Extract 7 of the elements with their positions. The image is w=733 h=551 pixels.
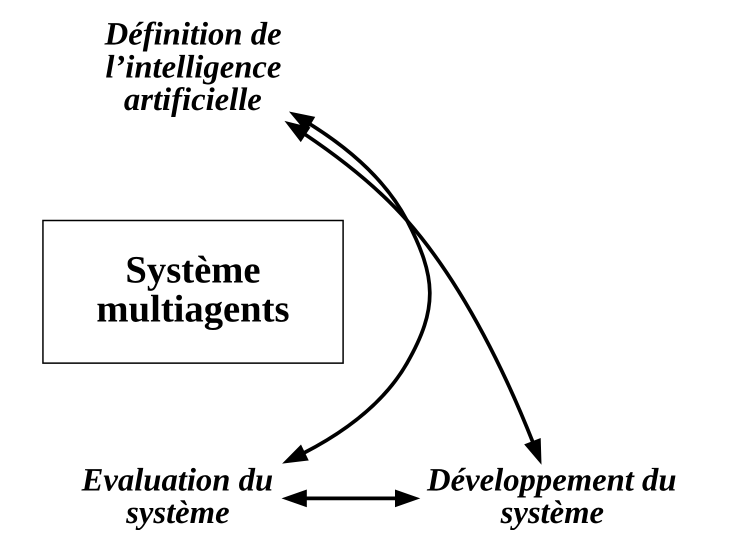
node-text: Evaluation du système	[82, 462, 274, 532]
arrow	[282, 112, 432, 464]
node-box: Système multiagents	[42, 220, 344, 364]
arrow	[284, 120, 542, 465]
node-text: Définition de l’intelligence artificielle	[104, 16, 282, 118]
arrow	[282, 490, 420, 508]
node-text: Développement du système	[427, 462, 677, 532]
